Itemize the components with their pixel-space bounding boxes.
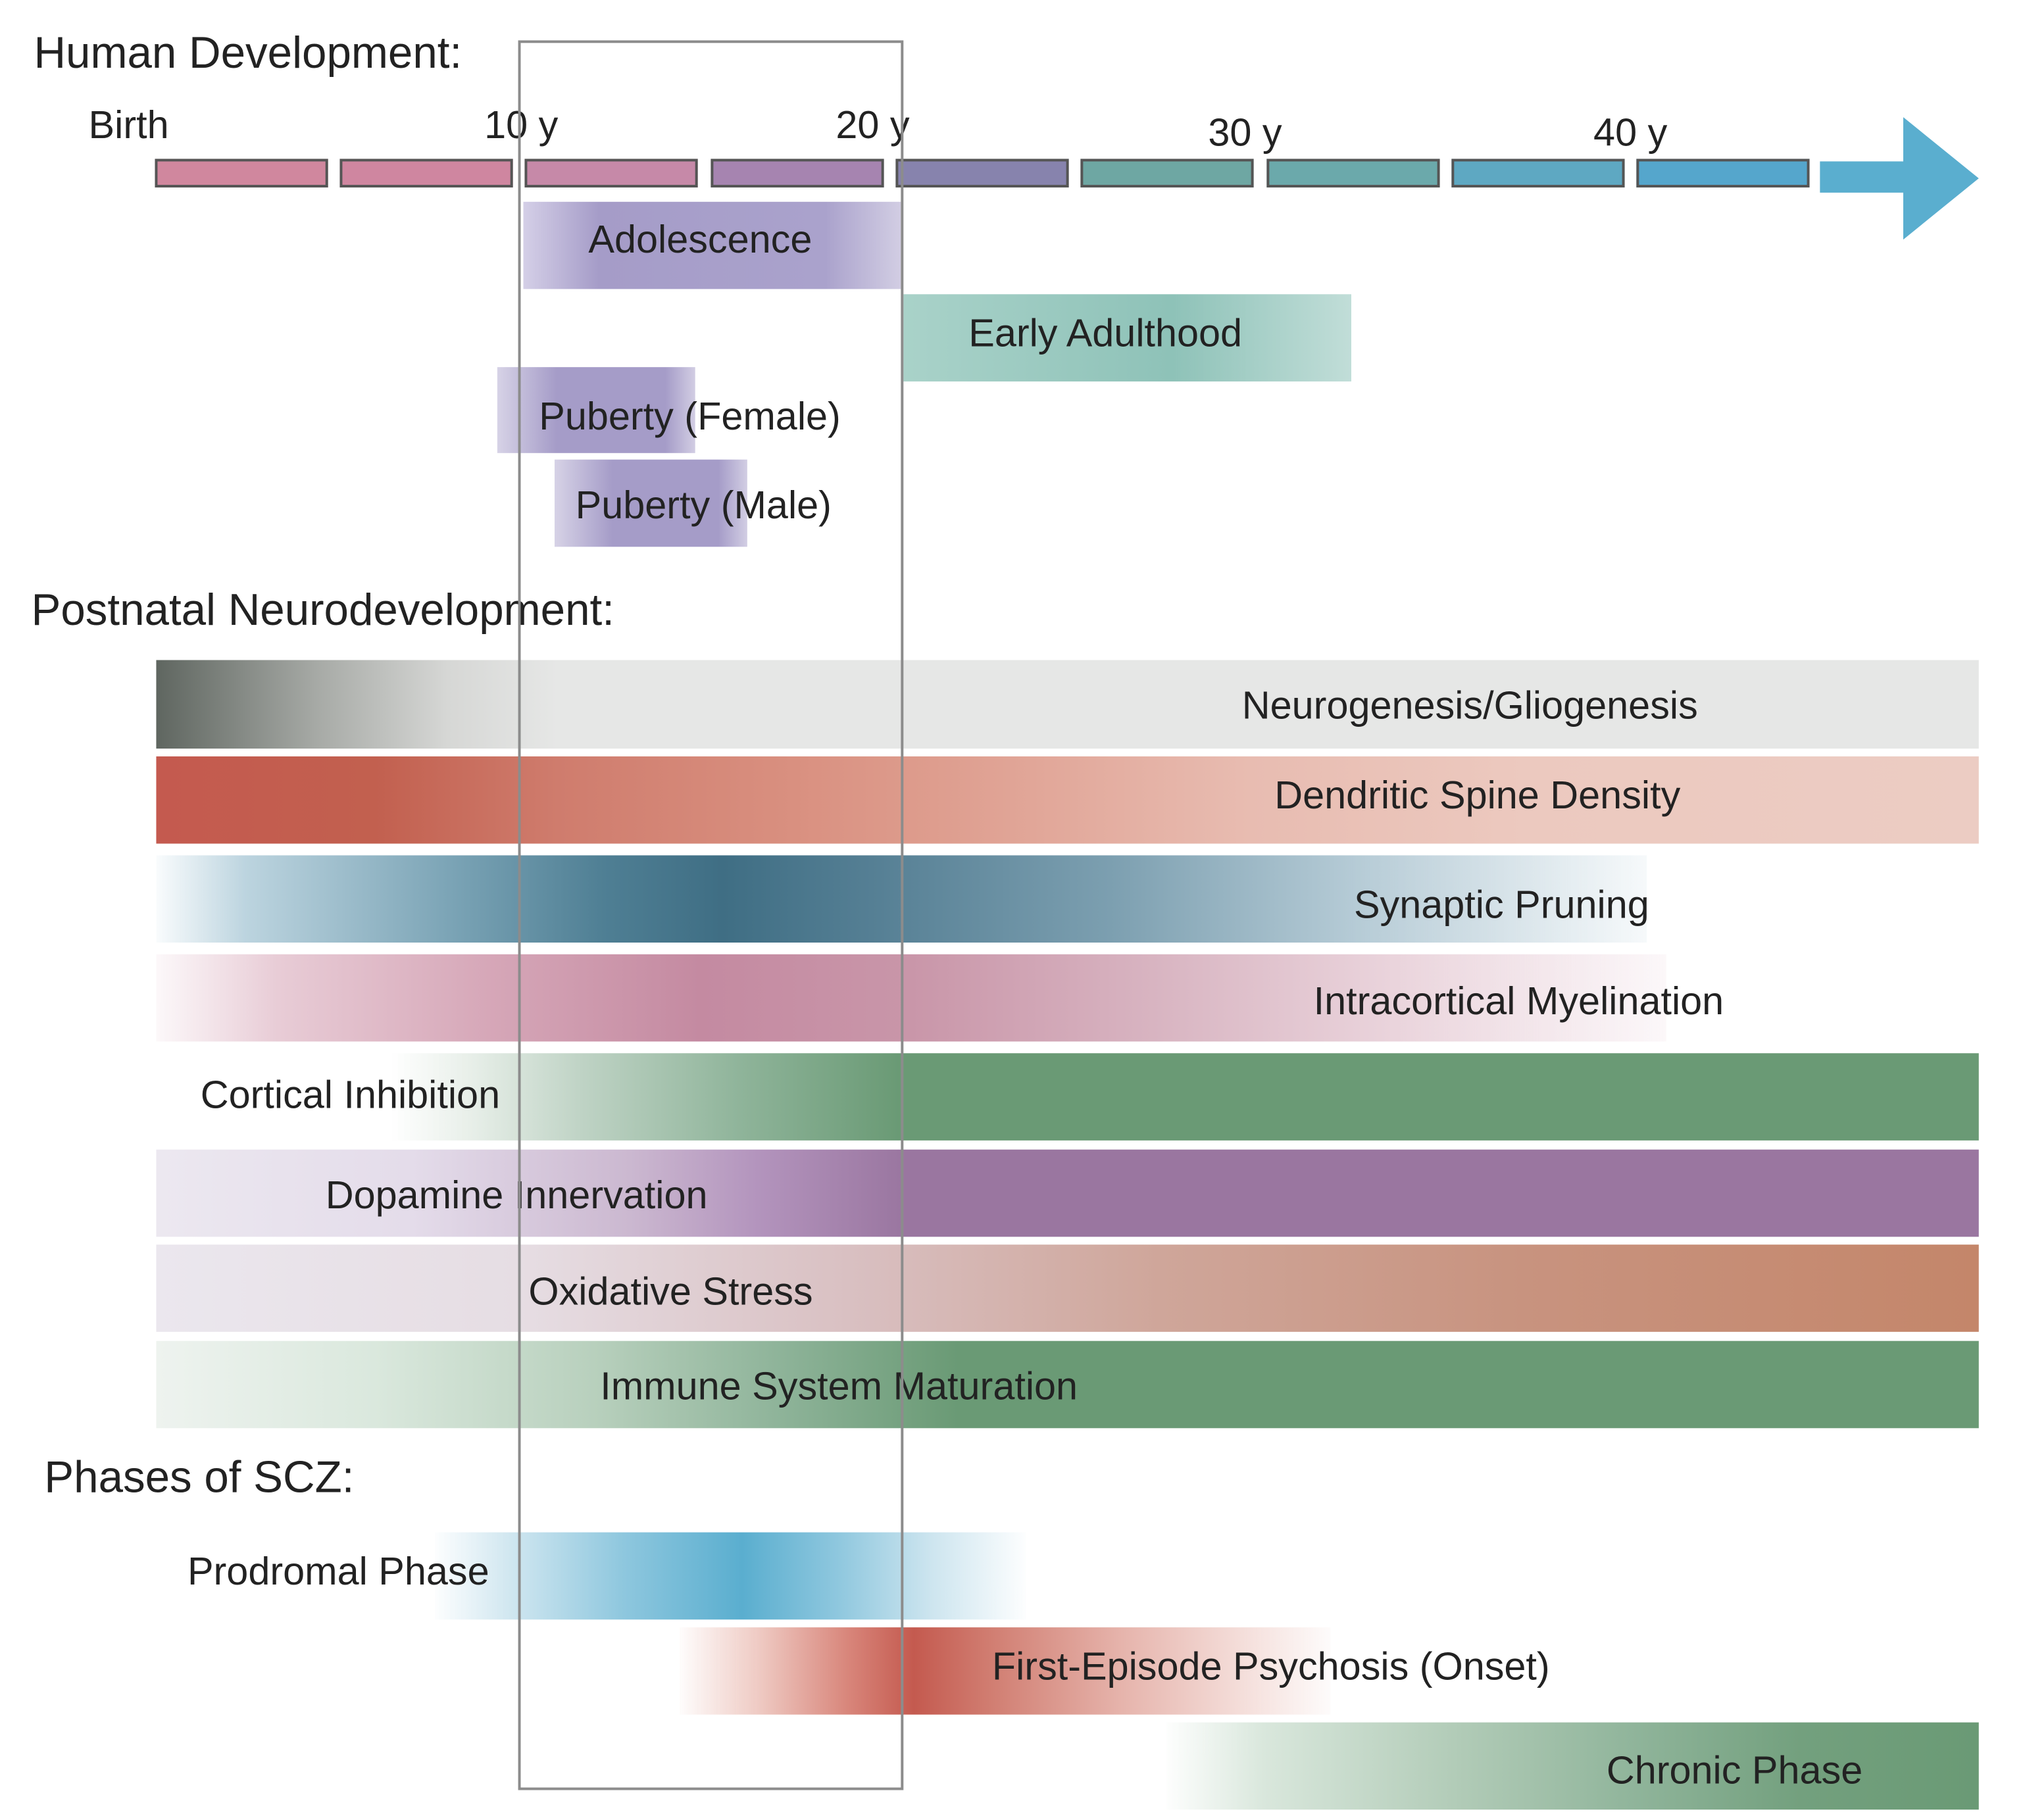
tick-label-40y: 40 y <box>1593 112 1668 155</box>
label-cortical-inhibition: Cortical Inhibition <box>200 1073 501 1118</box>
timeline-segment-8 <box>1451 159 1625 188</box>
band-dopamine-innervation <box>156 1149 1979 1237</box>
band-immune-system-maturation <box>156 1340 1979 1429</box>
band-first-episode-psychosis <box>679 1627 1331 1715</box>
section-title-postnatal-neurodevelopment: Postnatal Neurodevelopment: <box>31 585 614 635</box>
timeline-segment-4 <box>711 159 884 188</box>
label-oxidative-stress: Oxidative Stress <box>528 1270 813 1314</box>
label-synaptic-pruning: Synaptic Pruning <box>1353 883 1649 927</box>
section-title-phases-of-scz: Phases of SCZ: <box>44 1452 355 1503</box>
band-adolescence <box>523 201 901 289</box>
label-dendritic-spine-density: Dendritic Spine Density <box>1274 774 1681 818</box>
timeline-arrow-icon <box>1820 117 1979 240</box>
band-early-adulthood <box>903 294 1351 381</box>
tick-label-30y: 30 y <box>1208 112 1282 155</box>
label-puberty-male: Puberty (Male) <box>575 484 832 528</box>
band-puberty-female <box>497 367 695 453</box>
label-immune-system-maturation: Immune System Maturation <box>600 1365 1078 1409</box>
adolescence-window-frame <box>518 40 904 1790</box>
timeline-segment-6 <box>1080 159 1254 188</box>
timeline-segment-3 <box>524 159 698 188</box>
label-intracortical-myelination: Intracortical Myelination <box>1313 980 1724 1023</box>
timeline-segment-2 <box>339 159 513 188</box>
band-dendritic-spine-density <box>156 756 1979 844</box>
band-intracortical-myelination <box>156 954 1666 1042</box>
band-oxidative-stress <box>156 1244 1979 1332</box>
label-first-episode-psychosis: First-Episode Psychosis (Onset) <box>991 1645 1550 1689</box>
tick-label-10y: 10 y <box>484 104 559 147</box>
label-adolescence: Adolescence <box>588 218 812 262</box>
timeline-segment-5 <box>895 159 1069 188</box>
band-puberty-male <box>554 459 747 547</box>
label-puberty-female: Puberty (Female) <box>539 395 841 439</box>
label-dopamine-innervation: Dopamine Innervation <box>325 1174 708 1217</box>
label-early-adulthood: Early Adulthood <box>968 312 1243 356</box>
label-prodromal-phase: Prodromal Phase <box>187 1550 489 1594</box>
section-title-human-development: Human Development: <box>34 28 462 78</box>
band-cortical-inhibition <box>390 1053 1979 1141</box>
timeline-segment-7 <box>1266 159 1440 188</box>
band-neurogenesis <box>156 660 1979 749</box>
band-chronic-phase <box>1166 1722 1979 1810</box>
band-prodromal-phase <box>434 1532 1026 1620</box>
tick-label-20y: 20 y <box>836 104 910 147</box>
label-chronic-phase: Chronic Phase <box>1606 1750 1863 1793</box>
timeline-segment-9 <box>1636 159 1810 188</box>
label-neurogenesis: Neurogenesis/Gliogenesis <box>1241 685 1698 728</box>
timeline-segment-1 <box>155 159 328 188</box>
tick-label-birth: Birth <box>88 104 169 147</box>
